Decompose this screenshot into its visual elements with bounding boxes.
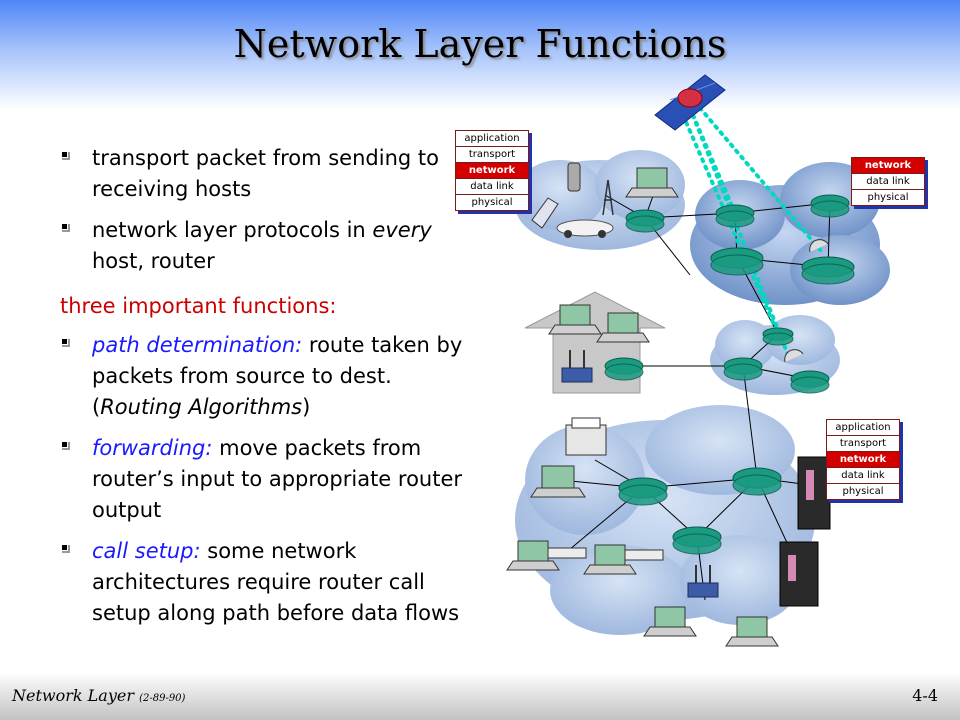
router-icon (710, 247, 764, 276)
bullet-emphasis: every (372, 218, 432, 242)
modem-icon (547, 547, 587, 559)
cloud-bottom-large (515, 405, 815, 635)
protocol-stack-source: application transport network data link … (455, 130, 529, 211)
stack-layer: application (827, 420, 899, 436)
functions-heading: three important functions: (60, 294, 337, 318)
satellite-icon (654, 74, 726, 131)
laptop-icon (530, 465, 586, 498)
bullet-text: transport packet from sending to receivi… (92, 146, 439, 201)
laptop-icon (625, 167, 679, 198)
router-icon (604, 357, 644, 381)
bullet-list: transport packet from sending to receivi… (60, 143, 480, 639)
bullet-marker-icon (60, 337, 68, 345)
bullet-marker-icon (60, 440, 68, 448)
modem-icon (624, 549, 664, 561)
stack-layer: data link (827, 468, 899, 484)
protocol-stack-destination: application transport network data link … (826, 419, 900, 500)
function-forwarding: forwarding: move packets from router’s i… (60, 433, 480, 526)
laptop-icon (548, 304, 602, 335)
slide-title: Network Layer Functions (233, 22, 727, 66)
printer-icon (565, 417, 607, 456)
function-term: path determination: (92, 333, 303, 357)
cell-phone-icon (567, 162, 581, 192)
router-icon (801, 256, 855, 285)
footer-title: Network Layer (12, 686, 134, 705)
laptop-icon (596, 312, 650, 343)
bullet-text-a: network layer protocols in (92, 218, 373, 242)
satellite-dish-icon (784, 349, 804, 363)
mobile-devices (531, 162, 614, 238)
access-point-icon (687, 565, 719, 598)
header-background (0, 0, 960, 110)
function-path-determination: path determination: route taken by packe… (60, 330, 480, 423)
function-text-b: ) (302, 395, 311, 419)
bullet-marker-icon (60, 543, 68, 551)
router-icon (625, 209, 665, 233)
satellite-dish-icon (809, 239, 829, 253)
router-icon (810, 194, 850, 218)
laptop-icon (725, 616, 779, 647)
router-icon (723, 357, 763, 381)
bullet-transport-packet: transport packet from sending to receivi… (60, 143, 480, 205)
access-points (561, 350, 719, 598)
footer-background (0, 672, 960, 720)
server-icon (779, 541, 819, 607)
stack-layer: physical (842, 486, 884, 497)
stack-layer: transport (456, 147, 528, 163)
modem-devices (547, 547, 664, 561)
stack-layer: application (456, 131, 528, 147)
footer-subtitle: (2-89-90) (139, 693, 186, 704)
routers (604, 194, 855, 555)
laptop-icon (643, 606, 697, 637)
router-icon (672, 526, 722, 555)
stack-layer-highlight: network (456, 163, 528, 179)
laptop-icon (583, 544, 637, 575)
function-call-setup: call setup: some network architectures r… (60, 536, 480, 629)
pda-icon (531, 197, 559, 229)
bullet-text-b: host, router (92, 249, 215, 273)
bullet-marker-icon (60, 222, 68, 230)
function-term: call setup: (92, 539, 201, 563)
function-text-a: route taken by packets from source to de… (92, 333, 463, 419)
router-icon (715, 204, 755, 228)
router-icon (790, 370, 830, 394)
stack-layer: physical (471, 197, 513, 208)
bullet-protocols: network layer protocols in every host, r… (60, 215, 480, 277)
function-term: forwarding: (92, 436, 213, 460)
function-text: some network architectures require route… (92, 539, 460, 625)
router-icon (732, 467, 782, 496)
router-icon (618, 477, 668, 506)
function-emphasis: Routing Algorithms (100, 395, 303, 419)
footer-course-label: Network Layer (2-89-90) (12, 686, 185, 705)
stack-layer: transport (827, 436, 899, 452)
stack-layer: physical (867, 192, 909, 203)
stack-layer: data link (852, 174, 924, 190)
protocol-stack-router: network data link physical (851, 157, 925, 206)
satellite-dishes (784, 239, 829, 363)
router-icon (762, 327, 794, 346)
stack-layer: data link (456, 179, 528, 195)
page-number: 4-4 (912, 686, 938, 705)
function-text: move packets from router’s input to appr… (92, 436, 463, 522)
car-icon (556, 219, 614, 238)
stack-layer-highlight: network (852, 158, 924, 174)
bullet-marker-icon (60, 150, 68, 158)
cell-tower-icon (602, 179, 614, 216)
stack-layer-highlight: network (827, 452, 899, 468)
access-point-icon (561, 350, 593, 383)
